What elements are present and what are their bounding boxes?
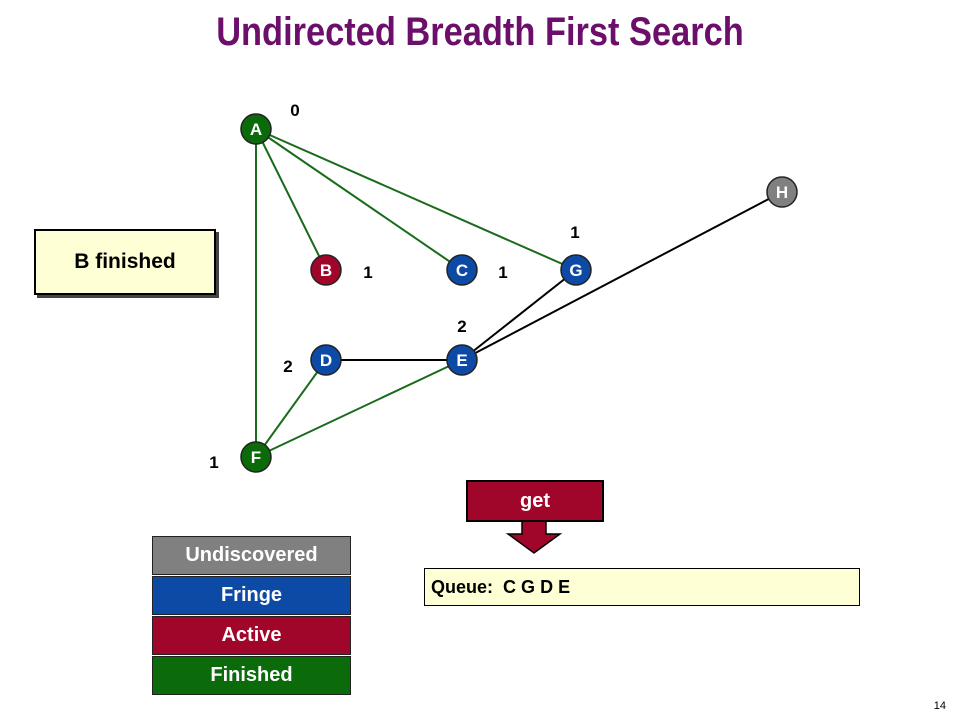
queue-box: Queue: C G D E <box>424 568 860 606</box>
node-label: F <box>251 448 261 467</box>
queue-item: D <box>540 576 554 597</box>
distance-label-g: 1 <box>570 223 579 242</box>
distance-label-e: 2 <box>457 317 466 336</box>
distance-label-f: 1 <box>209 453 218 472</box>
legend-active: Active <box>152 616 351 655</box>
legend-undiscovered: Undiscovered <box>152 536 351 575</box>
edge-f-d <box>255 359 327 458</box>
node-label: B <box>320 261 332 280</box>
distance-label-a: 0 <box>290 101 299 120</box>
node-d: D <box>310 344 342 376</box>
node-label: G <box>569 261 582 280</box>
edge-e-g <box>461 269 577 361</box>
down-arrow-icon <box>505 518 563 554</box>
edge-a-b <box>255 128 327 271</box>
edge-e-h <box>461 191 783 361</box>
status-message: B finished <box>34 229 216 295</box>
distance-label-c: 1 <box>498 263 507 282</box>
node-a: A <box>240 113 272 145</box>
edge-a-c <box>255 128 463 271</box>
edge-a-g <box>255 128 577 271</box>
slide-number: 14 <box>933 700 946 712</box>
page-title: Undirected Breadth First Search <box>216 10 744 54</box>
node-e: E <box>446 344 478 376</box>
distance-label-b: 1 <box>363 263 372 282</box>
queue-item: G <box>521 576 536 597</box>
node-label: C <box>456 261 468 280</box>
get-operation-label: get <box>466 480 604 522</box>
legend-finished: Finished <box>152 656 351 695</box>
node-g: G <box>560 254 592 286</box>
legend-fringe: Fringe <box>152 576 351 615</box>
queue-item: C <box>503 576 517 597</box>
node-label: H <box>776 183 788 202</box>
queue-label: Queue: <box>431 576 494 597</box>
node-label: E <box>456 351 467 370</box>
node-h: H <box>766 176 798 208</box>
distance-label-d: 2 <box>283 357 292 376</box>
edge-f-e <box>255 359 463 458</box>
node-b: B <box>310 254 342 286</box>
queue-item: E <box>558 576 571 597</box>
node-f: F <box>240 441 272 473</box>
node-label: D <box>320 351 332 370</box>
node-c: C <box>446 254 478 286</box>
node-label: A <box>250 120 262 139</box>
